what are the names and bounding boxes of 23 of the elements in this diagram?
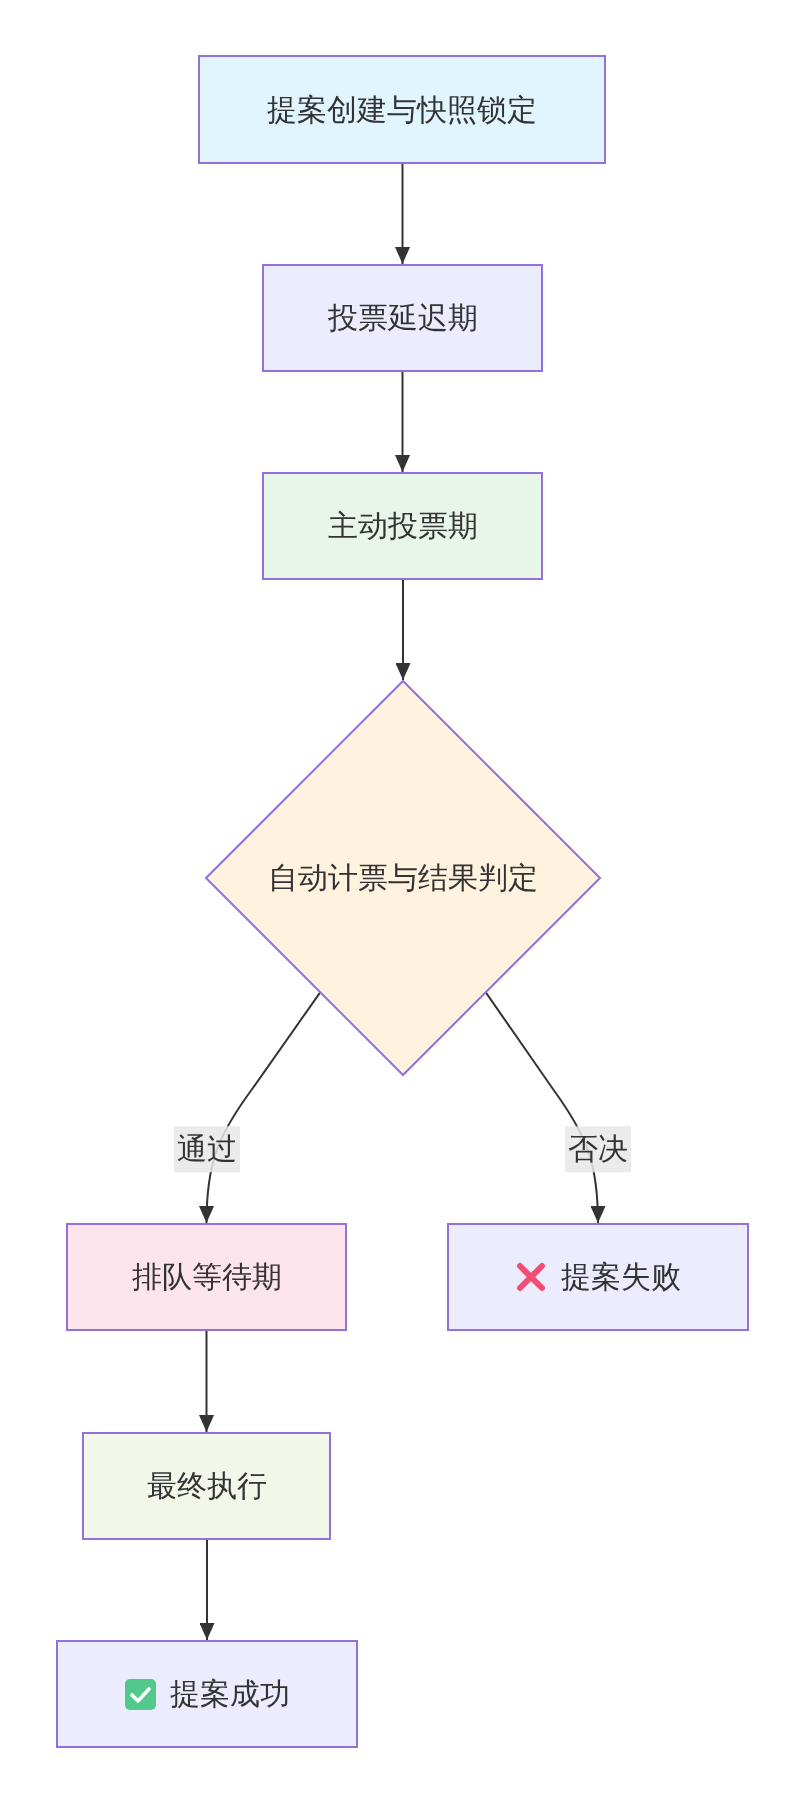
decision-diamond (205, 680, 601, 1076)
node-label: 提案失败 (561, 1258, 681, 1296)
node-label: 提案成功 (169, 1675, 290, 1713)
process-box (262, 472, 543, 580)
arrow (395, 579, 411, 681)
arrow (199, 1539, 215, 1641)
process-box (447, 1223, 749, 1331)
arrow (395, 371, 410, 473)
arrow (395, 163, 410, 265)
node-label: 主动投票期 (327, 507, 478, 545)
arrow (199, 1330, 214, 1433)
node-label: 排队等待期 (131, 1258, 282, 1296)
edge-label: 通过 (173, 1126, 240, 1173)
process-box (198, 55, 606, 164)
process-box (262, 264, 543, 372)
process-box (82, 1432, 331, 1540)
node-label: 提案创建与快照锁定 (267, 90, 537, 129)
process-box (66, 1223, 347, 1331)
process-box (56, 1640, 358, 1748)
node-label: 自动计票与结果判定 (268, 859, 538, 897)
node-label: 最终执行 (146, 1467, 267, 1505)
edge-label: 否决 (565, 1126, 631, 1173)
node-label: 投票延迟期 (327, 299, 478, 337)
